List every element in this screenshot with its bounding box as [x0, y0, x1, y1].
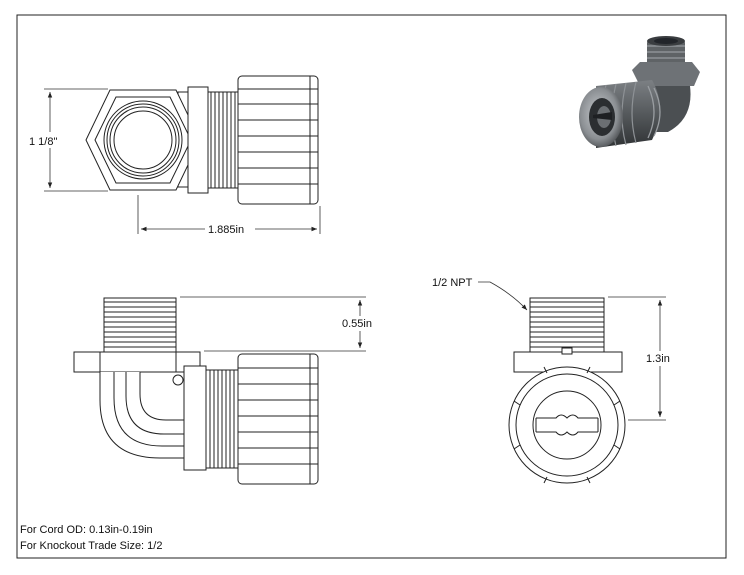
- thread-spec-label: 1/2 NPT: [432, 277, 473, 289]
- isometric-render: [579, 36, 700, 148]
- length-dimension-label: 1.885in: [208, 224, 244, 236]
- thread-length-label: 0.55in: [342, 318, 372, 330]
- bore-outer: [103, 100, 183, 180]
- grommet-slot: [536, 414, 598, 436]
- elbow-bend: [99, 372, 185, 459]
- collar: [187, 86, 209, 194]
- end-thread: [529, 297, 605, 353]
- knockout-note: For Knockout Trade Size: 1/2: [20, 540, 163, 552]
- male-thread: [103, 297, 177, 353]
- end-view: [508, 297, 626, 484]
- sheet-border: [16, 14, 727, 559]
- side-flange: [73, 351, 201, 373]
- bore-inner: [113, 110, 173, 170]
- top-view: [85, 75, 319, 205]
- thread-section: [207, 91, 239, 189]
- side-view: [73, 297, 319, 485]
- cord-od-note: For Cord OD: 0.13in-0.19in: [20, 524, 153, 536]
- height-dimension-label: 1.3in: [646, 353, 670, 365]
- npt-leader: [478, 281, 528, 311]
- end-nut: [508, 366, 626, 484]
- compression-nut: [237, 75, 319, 205]
- end-bore: [532, 390, 602, 460]
- side-nut: [237, 353, 319, 485]
- width-dimension-label: 1 1/8": [29, 136, 57, 148]
